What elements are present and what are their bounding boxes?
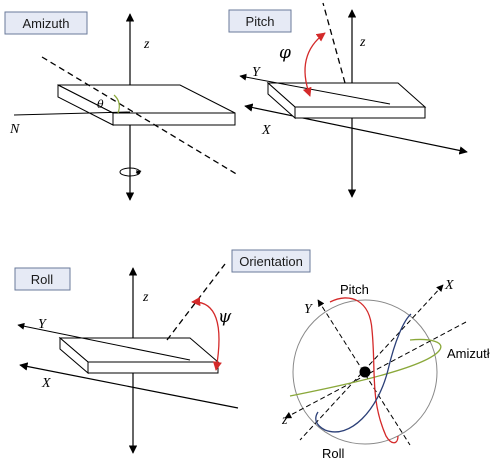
orientation-panel: Orientation Pitch Roll Amizutł X Y z <box>231 249 490 461</box>
roll-y-label: Y <box>38 317 48 332</box>
azimuth-n-axis <box>13 111 131 116</box>
pitch-z-label: z <box>359 35 366 50</box>
roll-plate-side-front <box>87 361 219 374</box>
roll-x-axis <box>19 362 239 409</box>
roll-plate-side-left <box>59 336 89 375</box>
orientation-roll-label: Roll <box>322 446 345 461</box>
azimuth-angle-arc <box>113 94 120 114</box>
orientation-center-dot <box>359 366 371 378</box>
roll-panel: Roll z X Y ψ <box>14 263 239 454</box>
orientation-roll-curve <box>315 313 412 433</box>
azimuth-z-label: z <box>143 37 150 52</box>
azimuth-plate-side-front <box>112 112 236 126</box>
pitch-title-box <box>228 9 292 33</box>
orientation-azimuth-curve <box>289 338 442 397</box>
pitch-title: Pitch <box>246 14 275 29</box>
orientation-pitch-curve <box>329 297 399 444</box>
azimuth-title: Amizuth <box>23 16 70 31</box>
orientation-z-label: z <box>281 413 288 428</box>
azimuth-n-label: N <box>9 122 20 137</box>
orientation-x-axis <box>299 284 444 441</box>
pitch-tilt-line <box>322 2 346 84</box>
roll-title: Roll <box>31 272 54 287</box>
orientation-pitch-label: Pitch <box>340 282 369 297</box>
azimuth-title-box <box>4 11 88 35</box>
pitch-phi-label: φ <box>279 43 291 63</box>
orientation-x-label: X <box>444 278 454 293</box>
orientation-sphere <box>292 299 438 445</box>
roll-tilt-line <box>166 263 226 341</box>
pitch-plate-side-front <box>294 106 426 119</box>
roll-z-label: z <box>142 290 149 305</box>
pitch-panel: Pitch z X Y φ <box>228 2 468 198</box>
roll-x-label: X <box>41 376 51 391</box>
roll-title-box <box>14 267 71 291</box>
orientation-y-axis <box>317 299 411 446</box>
pitch-x-axis <box>244 103 468 155</box>
azimuth-rotation-arrowhead <box>135 170 142 175</box>
pitch-y-label: Y <box>252 65 262 80</box>
orientation-title: Orientation <box>239 254 303 269</box>
azimuth-theta-label: θ <box>97 98 104 111</box>
roll-y-axis <box>17 322 191 361</box>
roll-angle-arc <box>191 297 222 371</box>
pitch-x-label: X <box>261 123 271 138</box>
roll-psi-label: ψ <box>218 307 232 327</box>
orientation-z-axis <box>284 321 467 419</box>
pitch-angle-arc <box>302 32 326 97</box>
orientation-y-label: Y <box>304 302 314 317</box>
azimuth-plate-side-left <box>57 84 114 126</box>
orientation-azimuth-label: Amizutł <box>447 346 490 361</box>
pitch-plate-side-left <box>267 81 296 120</box>
azimuth-heading-line <box>41 56 239 176</box>
azimuth-panel: Amizuth z N θ <box>4 11 239 201</box>
orientation-title-box <box>231 249 311 273</box>
